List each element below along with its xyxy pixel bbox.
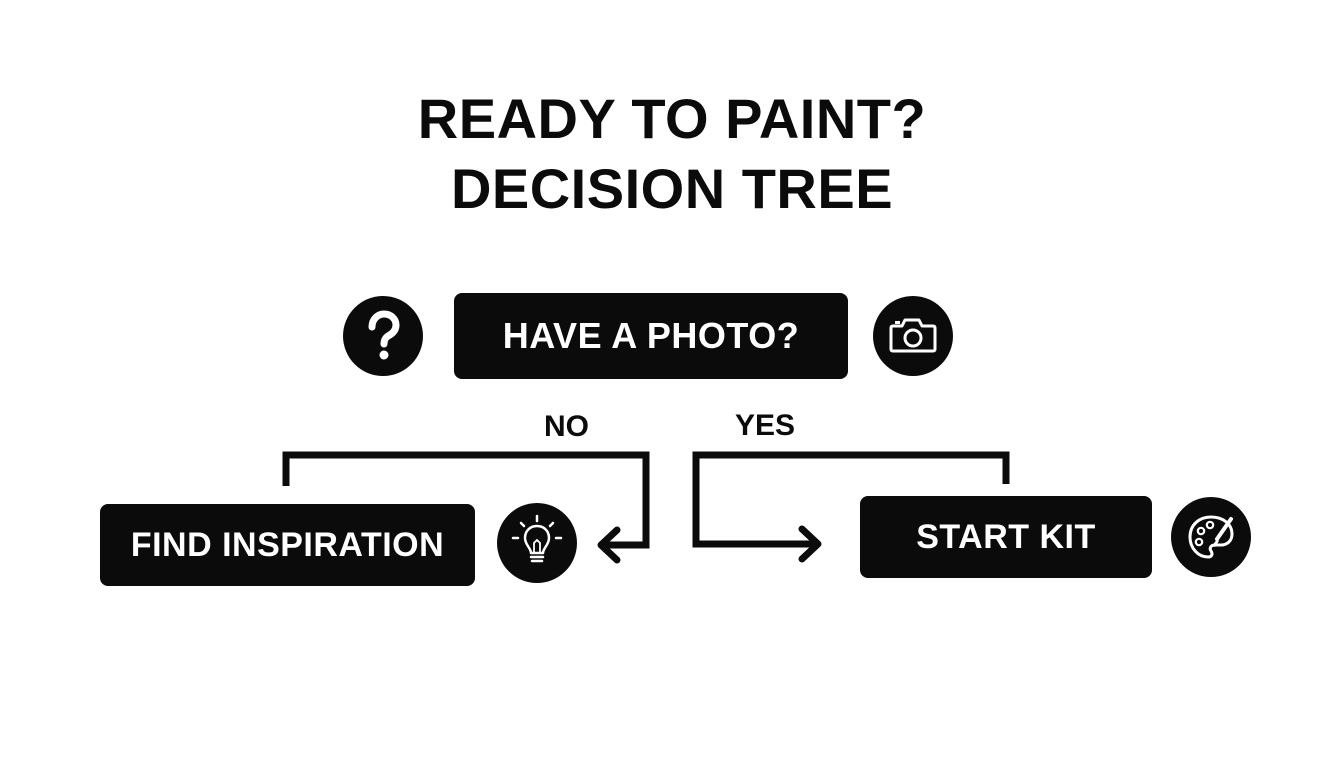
find-inspiration-outcome: FIND INSPIRATION [100,504,475,586]
yes-branch-label: YES [735,409,796,442]
yes-branch-arrowhead [798,525,822,563]
no-branch-arrowhead [597,526,621,564]
diagram-title: READY TO PAINT? DECISION TREE [0,84,1344,224]
have-photo-question: HAVE A PHOTO? [454,293,848,379]
question-mark-icon [343,296,423,376]
start-kit-outcome: START KIT [860,496,1152,578]
palette-brush-icon [1171,497,1251,577]
title-line-2: DECISION TREE [450,157,894,220]
no-branch-label: NO [544,410,589,443]
camera-icon [873,296,953,376]
lightbulb-icon [497,503,577,583]
title-line-1: READY TO PAINT? [417,87,927,150]
